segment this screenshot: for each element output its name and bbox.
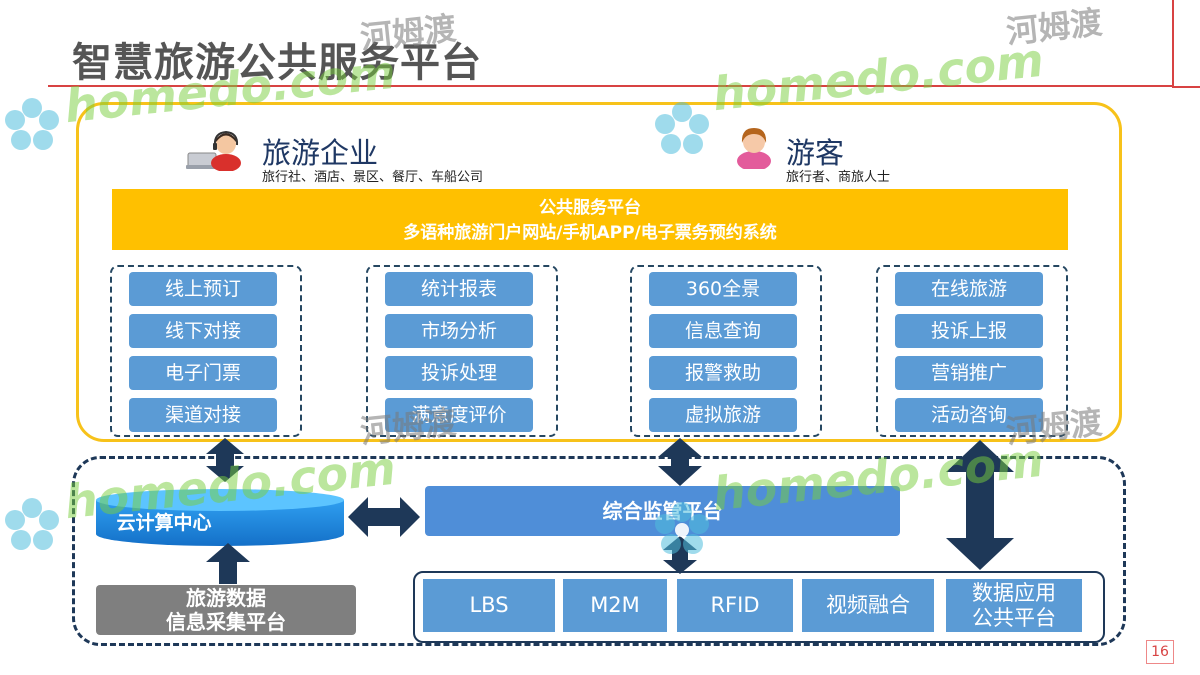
tech-data-line2: 公共平台 xyxy=(972,606,1056,630)
slide-title: 智慧旅游公共服务平台 xyxy=(72,40,482,86)
service-item: 渠道对接 xyxy=(129,398,277,432)
watermark-flower-icon xyxy=(655,102,709,154)
service-item: 线下对接 xyxy=(129,314,277,348)
tourist-subtitle: 旅行者、商旅人士 xyxy=(786,170,891,185)
tech-data-application-platform: 数据应用 公共平台 xyxy=(946,579,1082,632)
service-layer-frame xyxy=(76,102,1122,442)
collect-line1: 旅游数据 xyxy=(186,586,266,610)
cloud-computing-cylinder-icon xyxy=(96,489,344,546)
service-item: 线上预订 xyxy=(129,272,277,306)
service-item: 报警救助 xyxy=(649,356,797,390)
collect-line2: 信息采集平台 xyxy=(166,610,286,634)
service-item: 市场分析 xyxy=(385,314,533,348)
service-group-tourist-online: 在线旅游 投诉上报 营销推广 活动咨询 xyxy=(876,265,1068,437)
title-rule xyxy=(48,85,1172,87)
infrastructure-layer-frame xyxy=(72,456,1126,646)
corner-decoration xyxy=(1172,0,1200,88)
service-item: 信息查询 xyxy=(649,314,797,348)
service-item: 满意度评价 xyxy=(385,398,533,432)
tech-video-fusion: 视频融合 xyxy=(802,579,934,632)
tech-data-line1: 数据应用 xyxy=(972,581,1056,605)
platform-bar-line1: 公共服务平台 xyxy=(539,198,641,218)
tech-lbs: LBS xyxy=(423,579,555,632)
customer-service-agent-icon xyxy=(186,130,241,171)
service-group-enterprise-analysis: 统计报表 市场分析 投诉处理 满意度评价 xyxy=(366,265,558,437)
service-item: 投诉上报 xyxy=(895,314,1043,348)
watermark-flower-icon xyxy=(5,98,59,150)
public-service-platform-bar: 公共服务平台 多语种旅游门户网站/手机APP/电子票务预约系统 xyxy=(112,189,1068,250)
technology-row-frame xyxy=(413,571,1105,643)
tech-m2m: M2M xyxy=(563,579,667,632)
service-group-tourist-info: 360全景 信息查询 报警救助 虚拟旅游 xyxy=(630,265,822,437)
page-number: 16 xyxy=(1146,640,1174,664)
watermark-chinese: 河姆渡 xyxy=(358,403,458,451)
person-icon xyxy=(737,128,771,169)
watermark-chinese: 河姆渡 xyxy=(1004,403,1104,451)
data-collection-platform: 旅游数据 信息采集平台 xyxy=(96,585,356,635)
tech-rfid: RFID xyxy=(677,579,793,632)
watermark-flower-icon xyxy=(655,502,709,554)
watermark-flower-icon xyxy=(5,498,59,550)
service-item: 360全景 xyxy=(649,272,797,306)
watermark-chinese: 河姆渡 xyxy=(1004,3,1104,51)
service-item: 营销推广 xyxy=(895,356,1043,390)
service-group-enterprise-sales: 线上预订 线下对接 电子门票 渠道对接 xyxy=(110,265,302,437)
enterprise-title: 旅游企业 xyxy=(262,136,379,170)
tourist-title: 游客 xyxy=(786,136,845,170)
cloud-computing-label: 云计算中心 xyxy=(116,512,212,534)
platform-bar-line2: 多语种旅游门户网站/手机APP/电子票务预约系统 xyxy=(403,223,777,243)
service-item: 活动咨询 xyxy=(895,398,1043,432)
service-item: 虚拟旅游 xyxy=(649,398,797,432)
service-item: 电子门票 xyxy=(129,356,277,390)
service-item: 投诉处理 xyxy=(385,356,533,390)
service-item: 在线旅游 xyxy=(895,272,1043,306)
enterprise-subtitle: 旅行社、酒店、景区、餐厅、车船公司 xyxy=(262,170,484,185)
service-item: 统计报表 xyxy=(385,272,533,306)
